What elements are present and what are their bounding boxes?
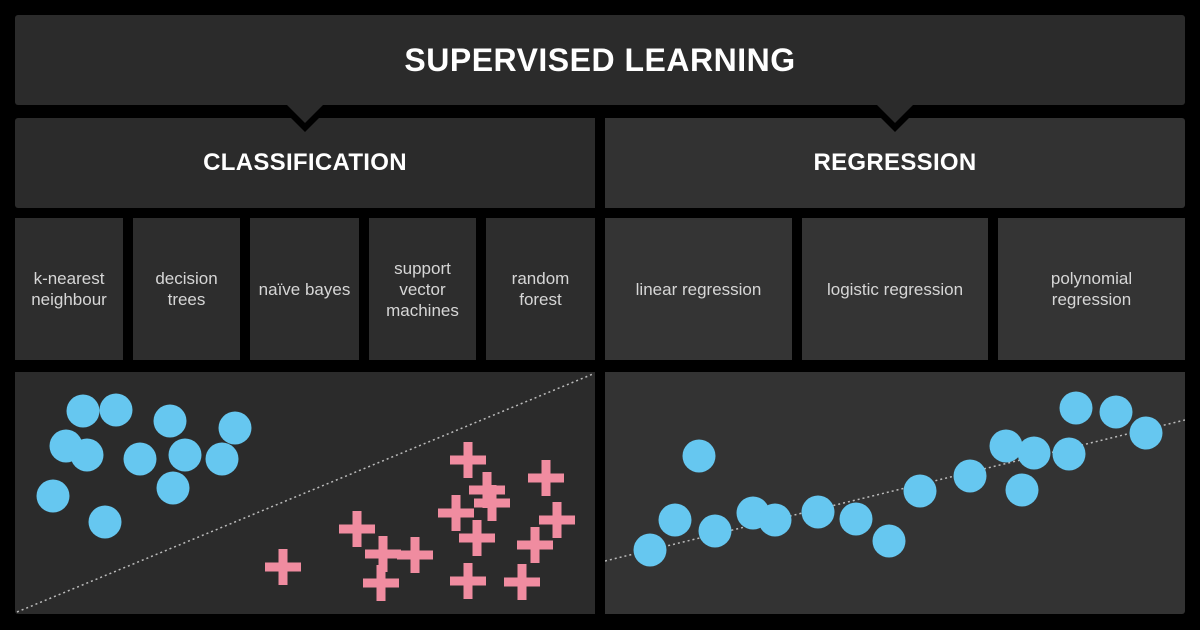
regression-point bbox=[1052, 437, 1086, 471]
class-a-point bbox=[153, 404, 187, 438]
regression-point bbox=[1017, 436, 1051, 470]
class-b-point bbox=[517, 527, 553, 563]
classification-illustration bbox=[15, 372, 595, 614]
regression-point bbox=[1059, 391, 1093, 425]
class-b-point bbox=[397, 537, 433, 573]
regression-point bbox=[758, 503, 792, 537]
algo-linear-regression: linear regression bbox=[605, 218, 792, 360]
class-a-point bbox=[123, 442, 157, 476]
class-b-point bbox=[504, 564, 540, 600]
algo-label: k-nearest neighbour bbox=[31, 269, 107, 309]
algo-label: polynomial regression bbox=[1050, 269, 1133, 309]
class-a-point bbox=[88, 505, 122, 539]
algo-label: naïve bayes bbox=[258, 279, 351, 299]
regression-point bbox=[698, 514, 732, 548]
algo-polynomial-regression: polynomial regression bbox=[998, 218, 1185, 360]
regression-point bbox=[682, 439, 716, 473]
regression-connector-arrow-fill bbox=[877, 105, 913, 123]
algo-decision-trees: decision trees bbox=[133, 218, 240, 360]
algo-label: random forest bbox=[511, 269, 570, 309]
regression-header: REGRESSION bbox=[605, 118, 1185, 208]
class-b-point bbox=[474, 485, 510, 521]
regression-point bbox=[839, 502, 873, 536]
algo-label: logistic regression bbox=[826, 279, 964, 299]
class-a-point bbox=[36, 479, 70, 513]
class-b-point bbox=[450, 563, 486, 599]
class-b-point bbox=[539, 502, 575, 538]
class-b-point bbox=[339, 511, 375, 547]
class-a-point bbox=[70, 438, 104, 472]
page-title: SUPERVISED LEARNING bbox=[15, 15, 1185, 105]
algo-logistic-regression: logistic regression bbox=[802, 218, 988, 360]
class-b-point bbox=[459, 520, 495, 556]
decision-boundary-line bbox=[16, 373, 594, 613]
regression-point bbox=[872, 524, 906, 558]
regression-point bbox=[1099, 395, 1133, 429]
class-a-point bbox=[156, 471, 190, 505]
class-b-point bbox=[469, 472, 505, 508]
regression-point bbox=[953, 459, 987, 493]
class-b-point bbox=[528, 460, 564, 496]
regression-point bbox=[1129, 416, 1163, 450]
classification-connector-arrow-fill bbox=[287, 105, 323, 123]
algo-label: decision trees bbox=[155, 269, 218, 309]
regression-scatter bbox=[605, 391, 1185, 567]
regression-point bbox=[903, 474, 937, 508]
algo-naive-bayes: naïve bayes bbox=[250, 218, 359, 360]
class-a-point bbox=[99, 393, 133, 427]
algo-support-vector-machines: support vector machines bbox=[369, 218, 476, 360]
class-a-point bbox=[218, 411, 252, 445]
regression-point bbox=[1005, 473, 1039, 507]
regression-point bbox=[658, 503, 692, 537]
class-b-point bbox=[450, 442, 486, 478]
class-b-point bbox=[363, 565, 399, 601]
algo-label: linear regression bbox=[635, 279, 762, 299]
class-b-point bbox=[365, 536, 401, 572]
class-a-point bbox=[168, 438, 202, 472]
algo-label: support vector machines bbox=[386, 258, 459, 320]
classification-header: CLASSIFICATION bbox=[15, 118, 595, 208]
classification-scatter bbox=[16, 373, 594, 613]
algo-k-nearest-neighbour: k-nearest neighbour bbox=[15, 218, 123, 360]
regression-point bbox=[801, 495, 835, 529]
class-a-point bbox=[66, 394, 100, 428]
class-b-point bbox=[265, 549, 301, 585]
regression-illustration bbox=[605, 372, 1185, 614]
class-a-point bbox=[205, 442, 239, 476]
regression-point bbox=[989, 429, 1023, 463]
algo-random-forest: random forest bbox=[486, 218, 595, 360]
regression-point bbox=[633, 533, 667, 567]
class-b-point bbox=[438, 495, 474, 531]
